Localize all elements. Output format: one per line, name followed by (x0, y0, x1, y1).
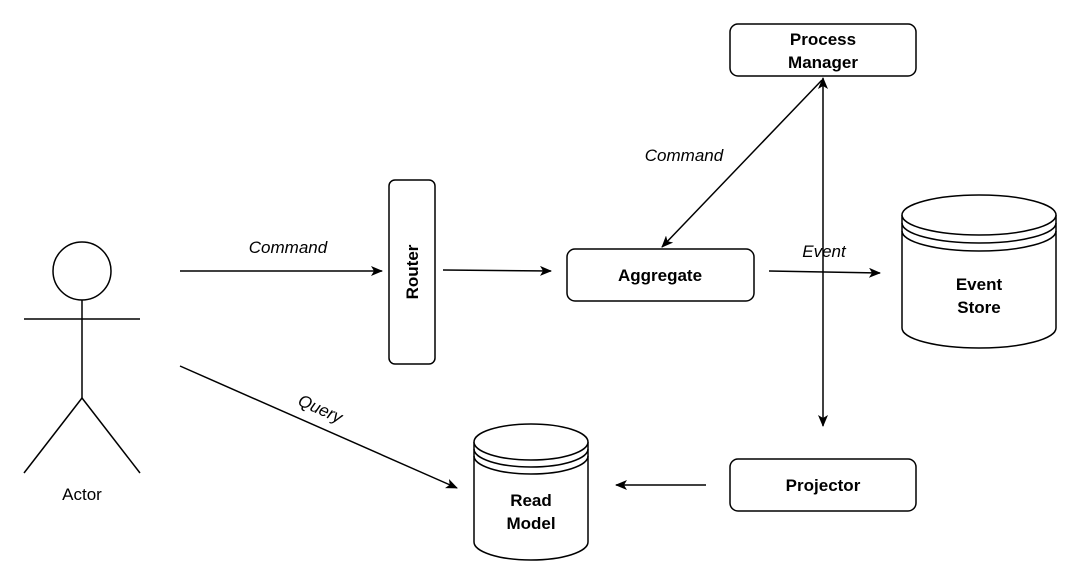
read-model-label-line1: Read (510, 491, 552, 510)
projector-box (729, 458, 917, 512)
event-store-ring-2 (901, 230, 1057, 252)
read-model-ring-2 (473, 455, 589, 475)
event-store-ring-1 (901, 222, 1057, 244)
edge-router-to-aggregate (442, 265, 552, 276)
projector-label: Projector (786, 476, 861, 495)
event-store-label-line1: Event (956, 275, 1003, 294)
edge-label-aggregate-event-store: Event (802, 242, 847, 261)
process-manager-label-line2: Manager (788, 53, 858, 72)
aggregate-box (566, 248, 755, 302)
actor-label: Actor (62, 485, 102, 504)
projector-node: Projector (729, 458, 917, 512)
edge-actor-to-read-model (179, 365, 458, 489)
process-manager-node: Process Manager (729, 23, 917, 77)
aggregate-label: Aggregate (618, 266, 702, 285)
edge-label-actor-router: Command (249, 238, 328, 257)
read-model-ring-1 (473, 448, 589, 468)
event-store-top (901, 194, 1057, 236)
edge-label-actor-read-model: Query (295, 391, 346, 428)
process-manager-label-line1: Process (790, 30, 856, 49)
edge-label-process-manager-aggregate: Command (645, 146, 724, 165)
aggregate-node: Aggregate (566, 248, 755, 302)
actor-right-leg (81, 397, 141, 474)
process-manager-box (729, 23, 917, 77)
router-node: Router (388, 179, 436, 365)
edge-aggregate-to-event-store (768, 267, 881, 278)
event-store-node: Event Store (901, 194, 1057, 349)
read-model-node: Read Model (473, 423, 589, 561)
actor-left-leg (23, 397, 83, 474)
read-model-top (473, 423, 589, 461)
actor-head (52, 241, 112, 301)
read-model-label-line2: Model (506, 514, 555, 533)
actor: Actor (23, 241, 141, 504)
event-store-label-line2: Store (957, 298, 1000, 317)
router-label: Router (403, 244, 422, 299)
router-box (388, 179, 436, 365)
edge-process-manager-to-aggregate (661, 79, 823, 248)
